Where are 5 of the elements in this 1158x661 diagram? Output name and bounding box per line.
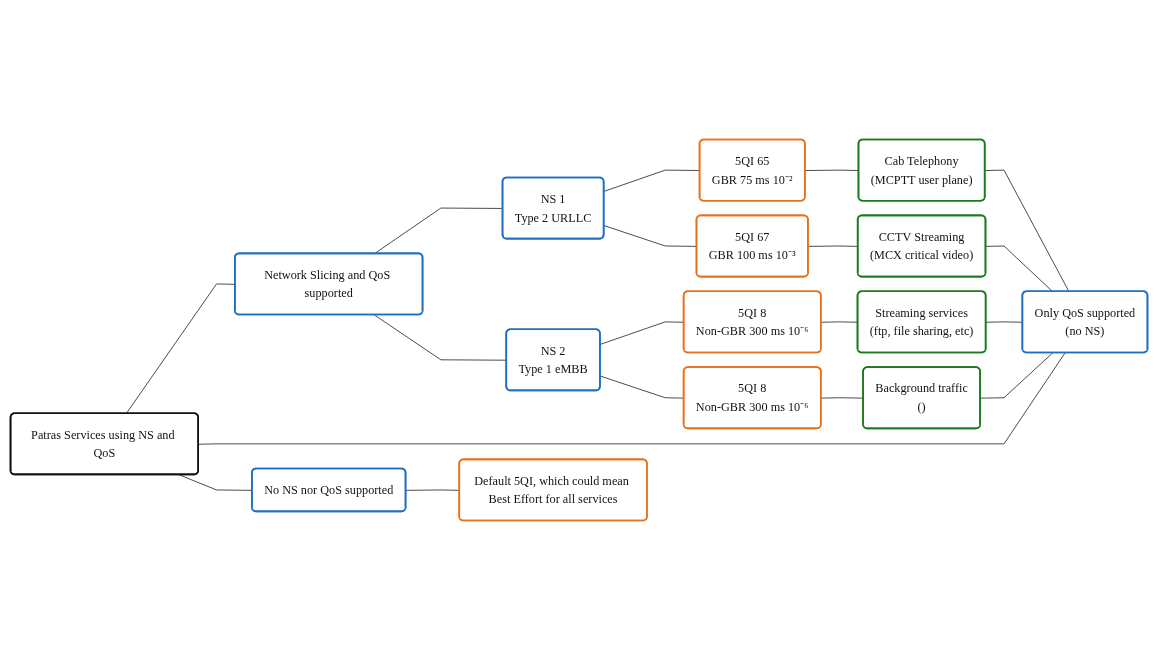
connector (980, 352, 1054, 400)
connector (820, 397, 864, 400)
connector (984, 170, 1070, 293)
connector (985, 246, 1054, 293)
connector (198, 352, 1066, 446)
